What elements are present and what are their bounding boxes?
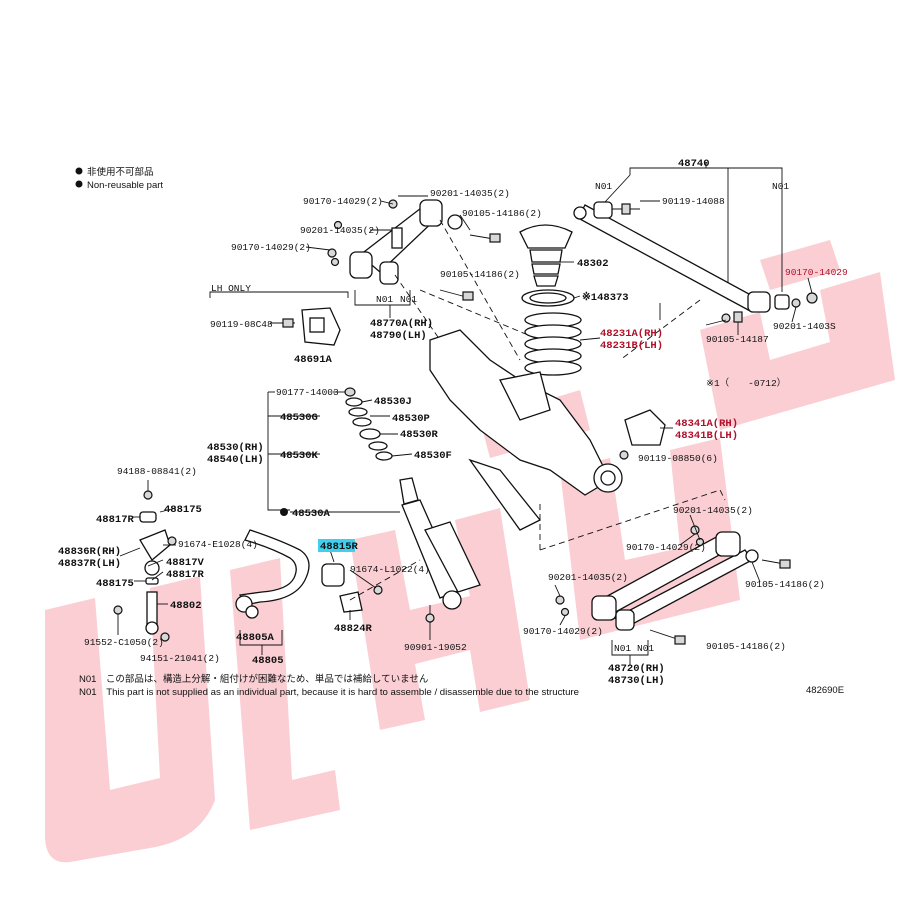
label-48530a: 48530A (292, 508, 331, 520)
label-90201-14035: 90201-14035(2) (430, 188, 510, 199)
label-48720: 48720(RH) (608, 663, 665, 675)
shock-absorber-48530 (267, 387, 481, 623)
axle-housing (429, 329, 623, 531)
label-90201-14035: 90201-14035(2) (300, 225, 380, 236)
diagram-code: 482690E (806, 685, 844, 696)
label-48231a: 48231A(RH) (600, 328, 663, 340)
label-90105-14186: 90105-14186(2) (462, 208, 542, 219)
label-48302: 48302 (577, 258, 609, 270)
label-48530j: 48530J (374, 396, 412, 408)
label-48790: 48790(LH) (370, 330, 427, 342)
label-48740: 48740 (678, 158, 710, 170)
label-48770a: 48770A(RH) (370, 318, 433, 330)
legend: 非使用不可部品 Non-reusable part (75, 166, 163, 191)
label-48530k: 48530K (280, 450, 319, 462)
label-48231b: 48231B(LH) (600, 340, 663, 352)
legend-bullet-icon (75, 167, 83, 175)
label-48817r: 48817R (166, 569, 205, 581)
label-48805a: 48805A (236, 632, 275, 644)
label-footnote-1: ※1（ -0712） (706, 377, 786, 389)
label-90105-14187: 90105-14187 (706, 334, 769, 345)
stabilizer-bar-48805 (235, 529, 383, 655)
legend-en: Non-reusable part (87, 180, 163, 191)
label-90105-14186: 90105-14186(2) (440, 269, 520, 280)
label-n01: N01 (637, 643, 654, 654)
label-n01: N01 (595, 181, 612, 192)
label-90119-08c48: 90119-08C48 (210, 319, 273, 330)
label-n01: N01 (376, 294, 393, 305)
label-48530g: 48530G (280, 412, 318, 424)
bump-stopper-48302 (519, 224, 575, 307)
label-90105-14186: 90105-14186(2) (745, 579, 825, 590)
label-48837r: 48837R(LH) (58, 558, 121, 570)
label-48530f: 48530F (414, 450, 452, 462)
label-48802: 48802 (170, 600, 202, 612)
footnotes: N01 この部品は、構造上分解・組付けが困難なため、単品では補給していません N… (79, 673, 844, 698)
bracket-48691a (209, 291, 349, 346)
label-48730: 48730(LH) (608, 675, 665, 687)
upper-arm-48770a (327, 199, 501, 318)
label-48530r: 48530R (400, 429, 439, 441)
label-91674-l1022: 91674-L1022(4) (350, 564, 430, 575)
label-90177-14003: 90177-14003 (276, 387, 339, 398)
label-91674-e1028: 91674-E1028(4) (178, 539, 258, 550)
legend-jp: 非使用不可部品 (87, 166, 154, 178)
lateral-rod-48740 (573, 162, 818, 335)
label-90119-14088: 90119-14088 (662, 196, 725, 207)
label-48341b: 48341B(LH) (675, 430, 738, 442)
note-en: N01 This part is not supplied as an indi… (79, 687, 579, 698)
label-90170-14029: 90170-14029(2) (626, 542, 706, 553)
label-90201-14035: 90201-14035(2) (548, 572, 628, 583)
label-48691a: 48691A (294, 354, 333, 366)
label-488175: 488175 (96, 578, 134, 590)
label-48815r-highlight (318, 539, 355, 552)
coil-spring-48231 (524, 312, 582, 376)
label-91552-c1050: 91552-C1050(2) (84, 637, 164, 648)
label-48540-lh: 48540(LH) (207, 454, 264, 466)
label-48805: 48805 (252, 655, 284, 667)
label-90170-14029: 90170-14029(2) (231, 242, 311, 253)
label-48817v: 48817V (166, 557, 205, 569)
assembly-dashed-lines (349, 219, 726, 601)
label-n01: N01 (772, 181, 789, 192)
part-labels: 48740 N01 N01 90119-14088 90170-14029 90… (58, 158, 848, 687)
stabilizer-link-48802 (113, 480, 177, 642)
label-90170-14029: 90170-14029(2) (523, 626, 603, 637)
lower-arm-48720 (555, 525, 791, 665)
label-48530-rh: 48530(RH) (207, 442, 264, 454)
label-90119-08850: 90119-08850(6) (638, 453, 718, 464)
label-48836r: 48836R(RH) (58, 546, 121, 558)
label-488175: 488175 (164, 504, 202, 516)
label-48341a: 48341A(RH) (675, 418, 738, 430)
label-90105-14186: 90105-14186(2) (706, 641, 786, 652)
label-48530p: 48530P (392, 413, 430, 425)
bracket-48341 (619, 409, 666, 460)
label-94151-21041: 94151-21041(2) (140, 653, 220, 664)
label-48824r: 48824R (334, 623, 373, 635)
label-90170-14029: 90170-14029 (785, 267, 848, 278)
label-n01: N01 (614, 643, 631, 654)
note-jp: N01 この部品は、構造上分解・組付けが困難なため、単品では補給していません (79, 673, 428, 685)
label-n01: N01 (400, 294, 417, 305)
label-90201-1403s: 90201-1403S (773, 321, 836, 332)
label-148373: ※148373 (582, 291, 629, 304)
label-lh-only: LH ONLY (211, 283, 251, 294)
label-90901-19052: 90901-19052 (404, 642, 467, 653)
legend-bullet-icon (75, 180, 83, 188)
leader-lines (117, 195, 813, 640)
label-48817r: 48817R (96, 514, 135, 526)
label-90170-14029: 90170-14029(2) (303, 196, 383, 207)
label-90201-14035: 90201-14035(2) (673, 505, 753, 516)
label-94188-08841: 94188-08841(2) (117, 466, 197, 477)
label-48815r: 48815R (320, 541, 359, 553)
